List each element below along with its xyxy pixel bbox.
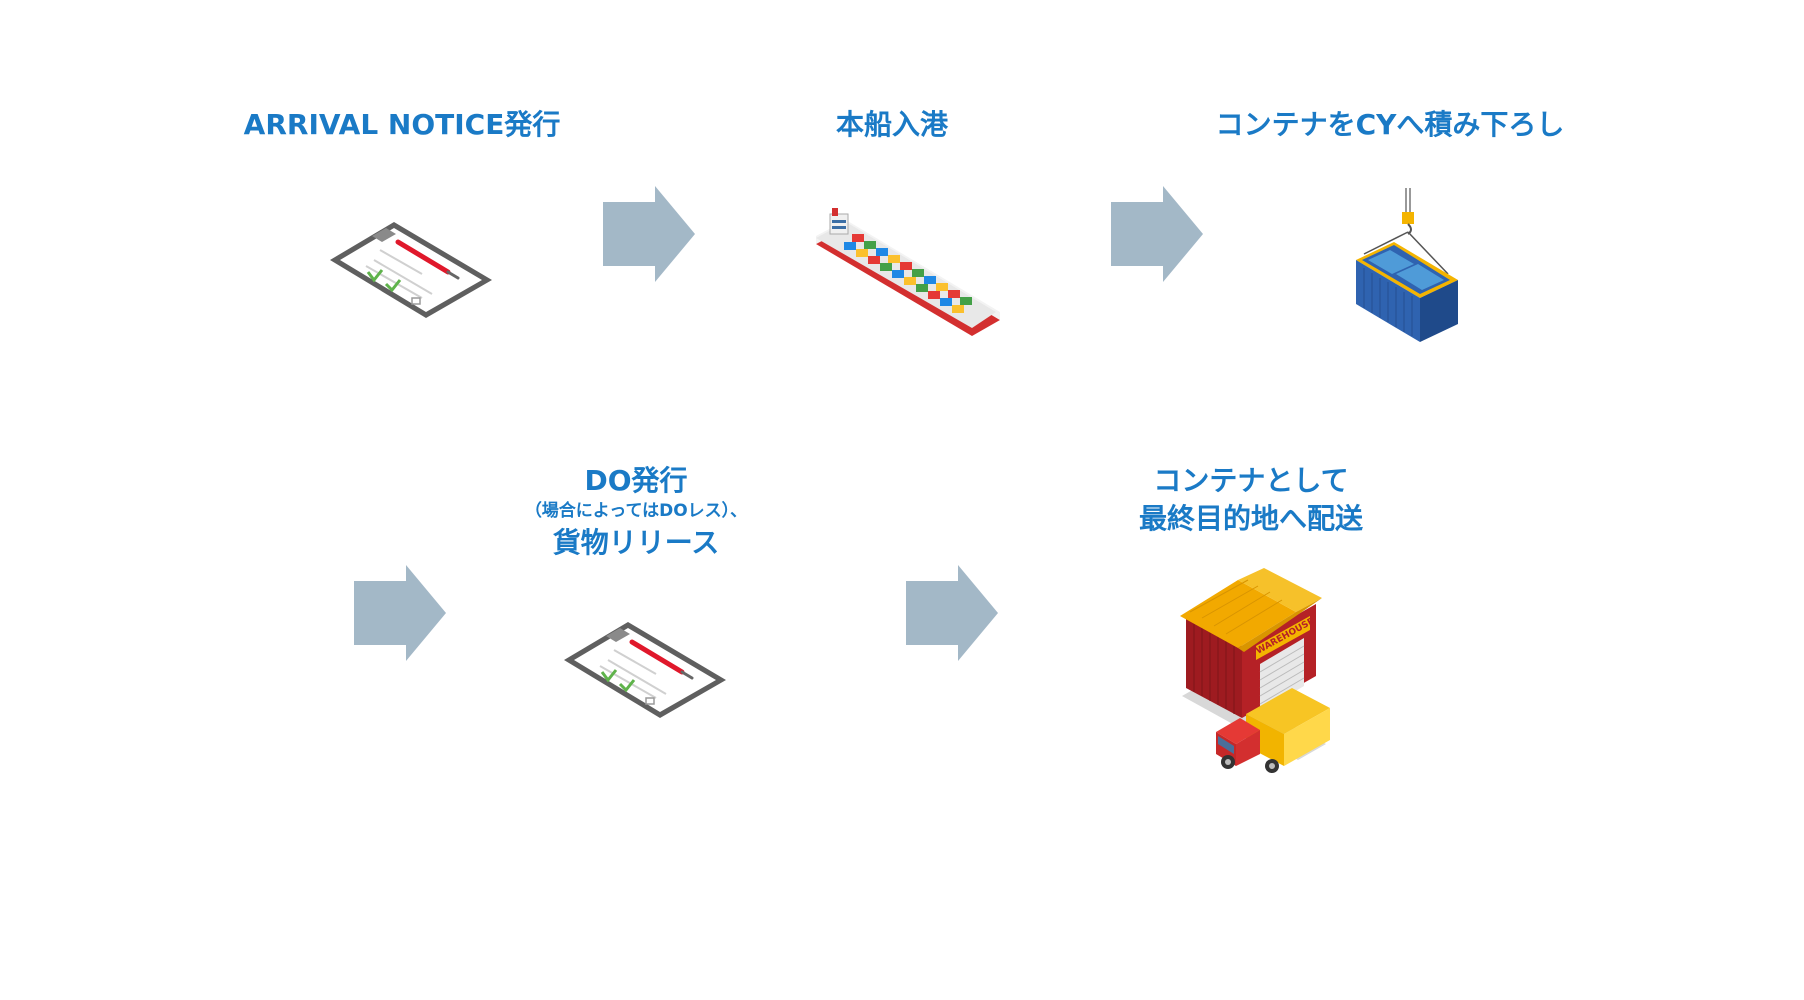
crane-container-icon: [1356, 188, 1458, 342]
flow-arrow-2: [1111, 186, 1203, 282]
step-cy-unloading-title: コンテナをCYへ積み下ろし: [1215, 108, 1565, 141]
step-arrival-notice-title: ARRIVAL NOTICE発行: [243, 108, 561, 141]
step-vessel-arrival-title: 本船入港: [835, 108, 949, 141]
flow-arrow-1: [603, 186, 695, 282]
clipboard-icon: [330, 222, 492, 318]
container-ship-icon: [816, 208, 1000, 336]
clipboard-icon-2: [564, 622, 726, 718]
flow-arrow-3: [354, 565, 446, 661]
flow-arrow-4: [906, 565, 998, 661]
warehouse-truck-icon: WAREHOUSE: [1180, 568, 1330, 773]
step-do-issue-title: DO発行 （場合によってはDOレス）、 貨物リリース: [524, 464, 748, 559]
step-final-delivery-title: コンテナとして 最終目的地へ配送: [1138, 464, 1364, 535]
